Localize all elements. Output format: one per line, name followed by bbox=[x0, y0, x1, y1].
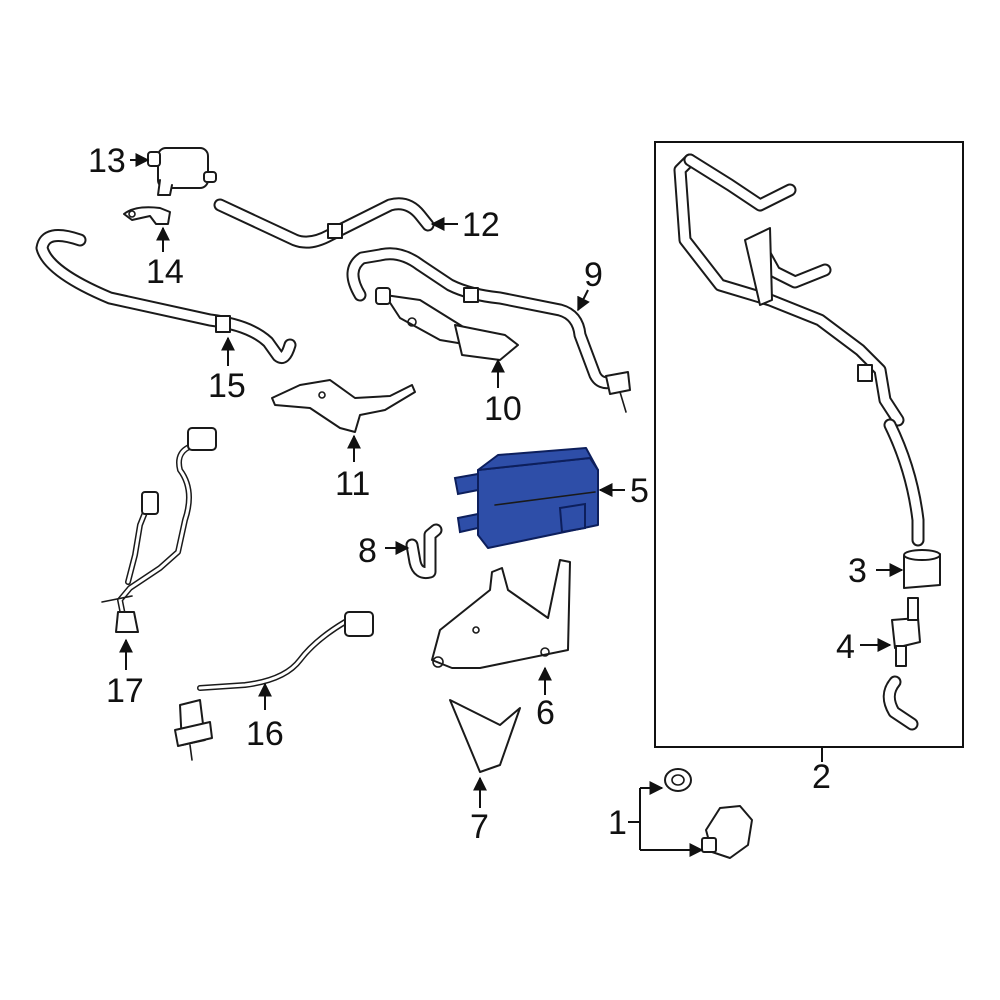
inset-frame-part-2 bbox=[654, 141, 964, 748]
callout-13: 13 bbox=[88, 142, 126, 180]
part-17-oxygen-sensor[interactable] bbox=[101, 427, 217, 633]
callout-7: 7 bbox=[470, 808, 489, 846]
callout-11: 11 bbox=[335, 465, 370, 503]
part-16-oxygen-sensor[interactable] bbox=[174, 611, 374, 761]
callout-10: 10 bbox=[484, 390, 522, 428]
callout-3: 3 bbox=[848, 552, 867, 590]
part-14-bracket[interactable] bbox=[123, 206, 171, 225]
callout-16: 16 bbox=[246, 715, 284, 753]
callout-9: 9 bbox=[584, 256, 603, 294]
callout-5: 5 bbox=[630, 472, 649, 510]
part-3-sleeve[interactable] bbox=[903, 549, 941, 589]
callout-17: 17 bbox=[106, 672, 144, 710]
callout-15: 15 bbox=[208, 367, 246, 405]
part-8-hose[interactable] bbox=[405, 523, 443, 579]
part-1-purge-valve[interactable] bbox=[664, 768, 753, 859]
part-15-hose[interactable] bbox=[35, 229, 297, 364]
leader-lines bbox=[119, 153, 904, 857]
part-2-vapor-tube-assembly[interactable] bbox=[673, 153, 925, 547]
callout-1: 1 bbox=[608, 804, 627, 842]
callout-2: 2 bbox=[812, 758, 831, 796]
part-12-hose[interactable] bbox=[213, 197, 435, 249]
callout-8: 8 bbox=[358, 532, 377, 570]
callout-numbers: 13 14 12 15 9 10 11 5 8 6 7 17 16 3 4 2 … bbox=[88, 142, 867, 846]
part-7-shield[interactable] bbox=[449, 699, 521, 773]
part-5-evap-canister[interactable] bbox=[453, 447, 599, 549]
part-9-hose[interactable] bbox=[346, 247, 631, 413]
callout-12: 12 bbox=[462, 206, 500, 244]
part-13-purge-solenoid[interactable] bbox=[147, 147, 217, 196]
callout-6: 6 bbox=[536, 694, 555, 732]
part-6-canister-bracket[interactable] bbox=[431, 559, 571, 669]
callout-14: 14 bbox=[146, 253, 184, 291]
callout-4: 4 bbox=[836, 628, 855, 666]
part-11-bracket[interactable] bbox=[271, 379, 416, 433]
part-4-check-valve[interactable] bbox=[882, 597, 921, 731]
part-10-vacuum-valve[interactable] bbox=[375, 287, 519, 361]
